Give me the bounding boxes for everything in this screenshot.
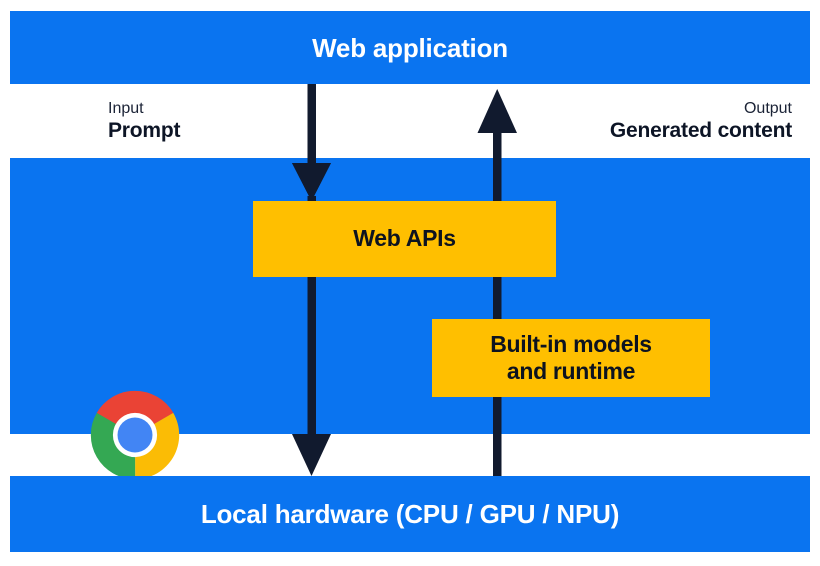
band-web-application-label: Web application	[312, 32, 508, 63]
band-web-application: Web application	[10, 11, 810, 84]
chrome-logo-svg	[90, 390, 180, 480]
output-label-group: Output Generated content	[610, 100, 792, 144]
box-builtin-models[interactable]: Built-in models and runtime	[432, 319, 710, 397]
box-builtin-models-line1: Built-in models	[490, 330, 652, 357]
input-label-group: Input Prompt	[108, 100, 181, 144]
box-builtin-models-label: Built-in models and runtime	[490, 331, 652, 385]
box-builtin-models-line2: and runtime	[506, 358, 636, 384]
output-value-label: Generated content	[609, 119, 792, 143]
input-value-label: Prompt	[108, 119, 181, 143]
band-local-hardware-label: Local hardware (CPU / GPU / NPU)	[200, 499, 620, 529]
box-web-apis[interactable]: Web APIs	[253, 201, 556, 277]
input-kind-label: Input	[108, 100, 144, 117]
chrome-logo-icon	[88, 388, 182, 482]
box-web-apis-label: Web APIs	[353, 225, 456, 252]
output-kind-label: Output	[743, 100, 792, 117]
band-local-hardware: Local hardware (CPU / GPU / NPU)	[10, 476, 810, 552]
